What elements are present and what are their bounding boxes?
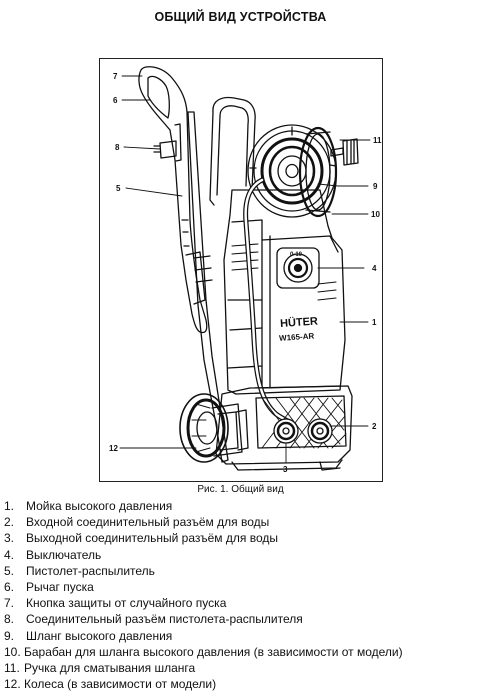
callout-11: 11	[373, 136, 382, 145]
water-connectors	[273, 418, 333, 444]
legend-item: 1.Мойка высокого давления	[4, 499, 173, 513]
callout-4: 4	[372, 264, 377, 273]
model-label: W165-AR	[279, 331, 315, 342]
legend-item: 7.Кнопка защиты от случайного пуска	[4, 596, 227, 611]
legend-item: 6.Рычаг пуска	[4, 579, 94, 594]
callout-1: 1	[372, 318, 377, 327]
legend-item: 9.Шланг высокого давления	[4, 628, 173, 643]
handle-frame	[209, 96, 256, 206]
callout-8: 8	[115, 143, 120, 152]
legend-item: 10.Барабан для шланга высокого давления …	[4, 644, 403, 659]
legend-item: 3.Выходной соединительный разъём для вод…	[4, 531, 278, 546]
callout-leaders	[119, 75, 371, 463]
callout-12: 12	[109, 444, 118, 453]
legend-item: 8.Соединительный разъём пистолета-распыл…	[4, 612, 303, 627]
legend-item: 5.Пистолет-распылитель	[4, 563, 155, 578]
legend-item: 11.Ручка для сматывания шланга	[4, 660, 196, 675]
device-illustration: 0-10 HÜTER W165-AR 7 6 8 5 11 9 10 4 1 2…	[109, 66, 382, 474]
callout-3: 3	[283, 465, 288, 474]
wheel	[179, 393, 249, 463]
callout-10: 10	[371, 210, 380, 219]
legend-item: 2.Входной соединительный разъём для воды	[4, 515, 270, 530]
legend-item: 12.Колеса (в зависимости от модели)	[4, 677, 217, 692]
figure-caption: Рис. 1. Общий вид	[197, 484, 284, 495]
callout-7: 7	[113, 72, 118, 81]
callout-6: 6	[113, 96, 118, 105]
hose-reel	[247, 124, 338, 218]
lance-rail	[187, 111, 229, 463]
legend-item: 4.Выключатель	[4, 547, 102, 562]
dial-label: 0-10	[290, 252, 303, 258]
spray-gun	[138, 66, 208, 334]
callout-9: 9	[373, 182, 378, 191]
brand-logo: HÜTER	[280, 314, 319, 330]
parts-legend: 1.Мойка высокого давления 2.Входной соед…	[4, 498, 403, 692]
side-vents	[231, 243, 337, 301]
callout-2: 2	[372, 422, 377, 431]
figure-frame	[99, 58, 383, 482]
main-body	[223, 189, 346, 395]
high-pressure-hose	[243, 177, 297, 429]
callout-5: 5	[116, 184, 121, 193]
page-title: ОБЩИЙ ВИД УСТРОЙСТВА	[154, 10, 327, 24]
